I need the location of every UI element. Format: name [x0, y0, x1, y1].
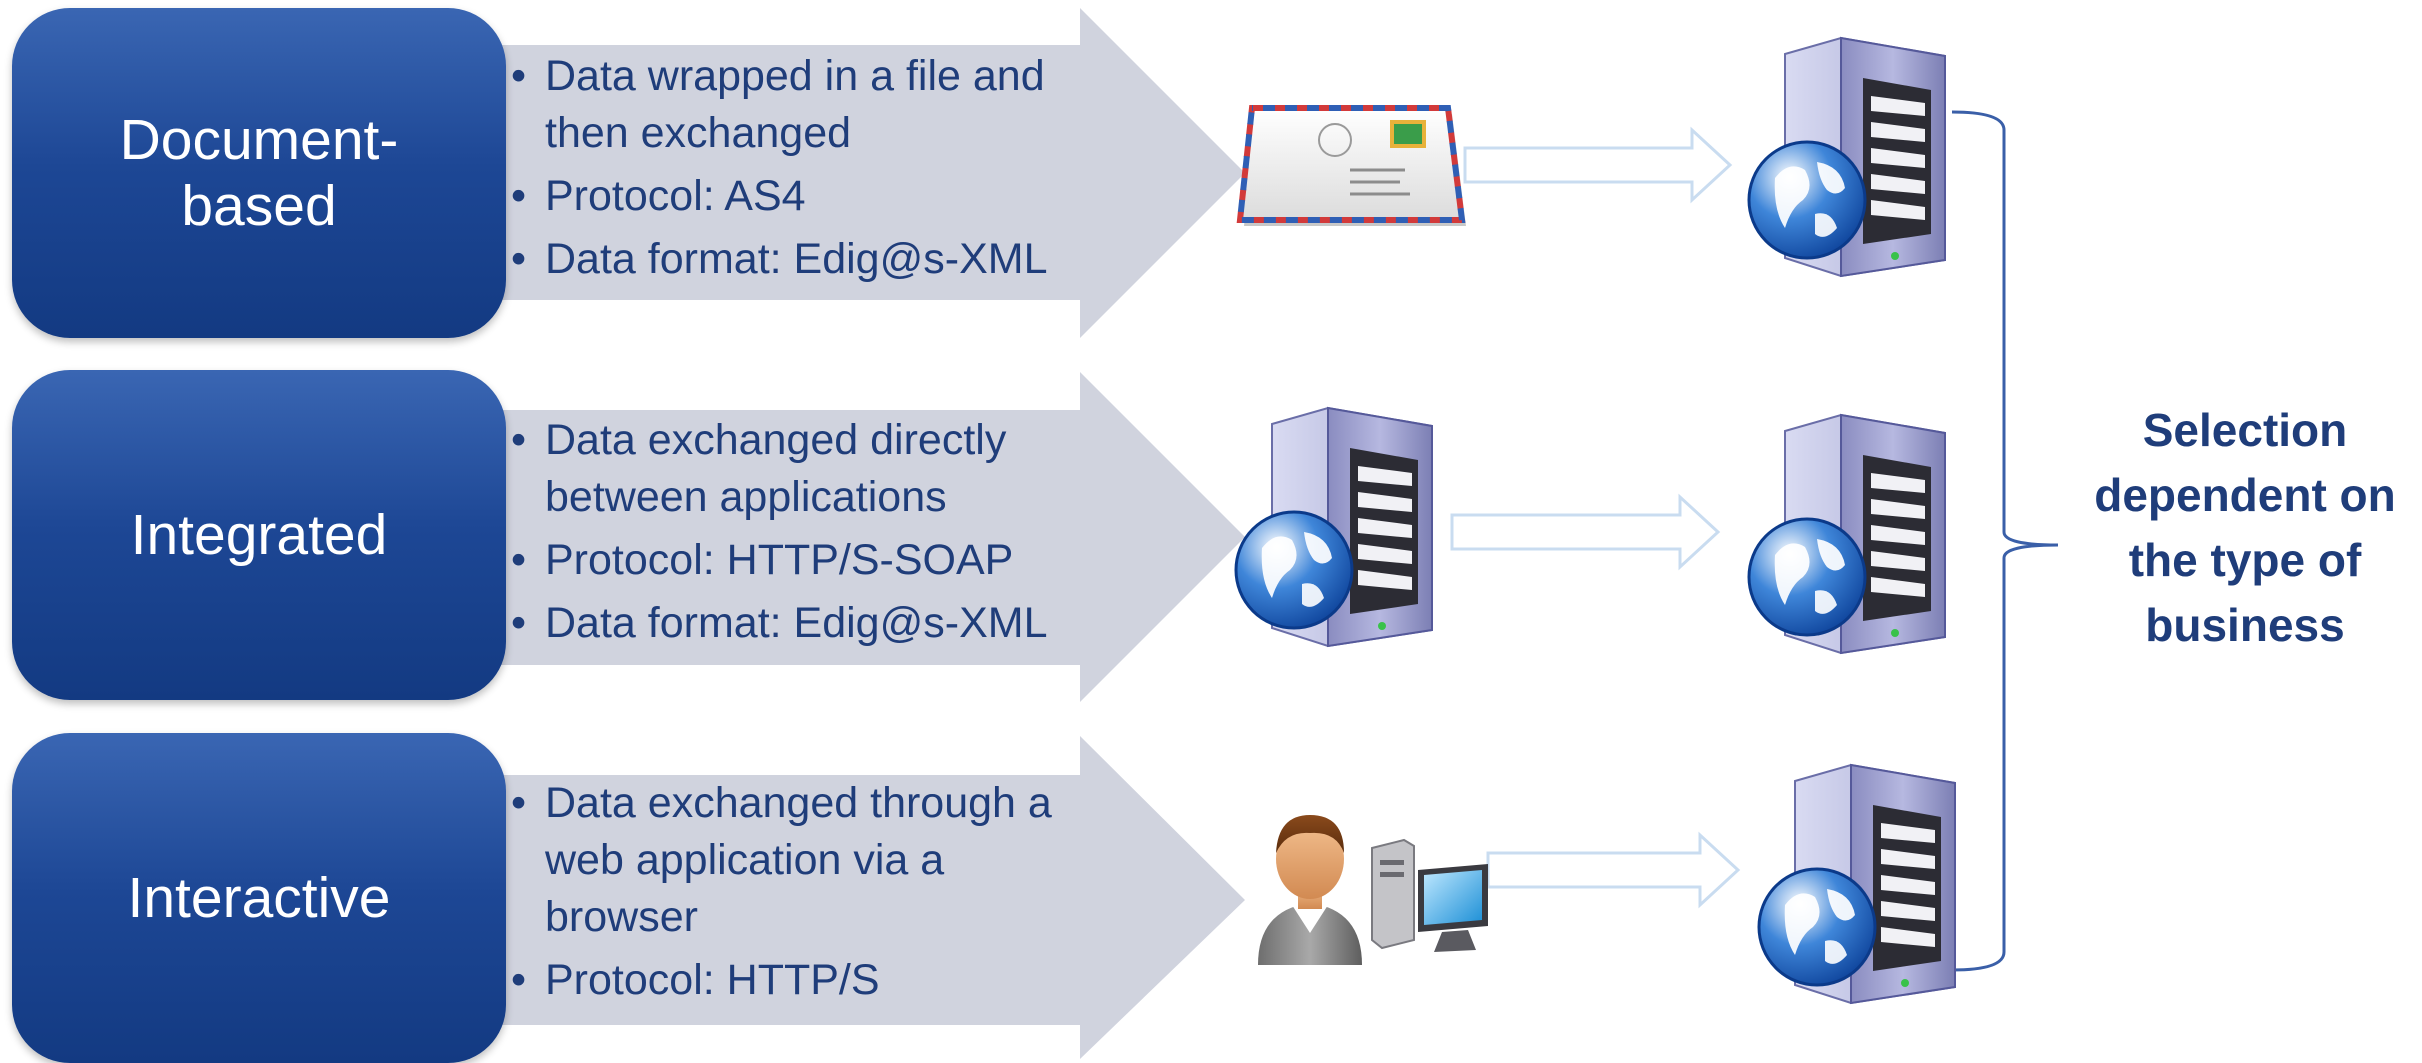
web-server-icon [1747, 36, 1946, 278]
box-label: Interactive [127, 866, 391, 930]
bullet-list-integrated: Data exchanged directly between applicat… [505, 412, 1105, 652]
bullet-item: Protocol: HTTP/S-SOAP [505, 532, 1105, 589]
web-server-icon [1234, 406, 1433, 648]
envelope-icon [1236, 105, 1466, 226]
web-server-icon [1747, 413, 1946, 655]
right-bracket [1951, 110, 2059, 972]
bullet-item: Protocol: HTTP/S [505, 952, 1105, 1009]
bullet-list-document-based: Data wrapped in a file and then exchange… [505, 48, 1105, 288]
bullet-item: Protocol: AS4 [505, 168, 1105, 225]
box-label: Document-based [119, 108, 399, 238]
bullet-list-interactive: Data exchanged through a web application… [505, 775, 1105, 1009]
flow-arrow-3 [1486, 831, 1741, 909]
bullet-item: Data exchanged through a web application… [505, 775, 1105, 946]
bullet-item: Data wrapped in a file and then exchange… [505, 48, 1105, 162]
desktop-computer-icon [1371, 838, 1488, 952]
selection-label: Selection dependent on the type of busin… [2094, 404, 2396, 651]
person-icon [1258, 815, 1362, 965]
user-computer-icon [1258, 815, 1488, 965]
flow-arrow-2 [1450, 493, 1721, 571]
bullet-item: Data format: Edig@s-XML [505, 231, 1105, 288]
bullet-item: Data exchanged directly between applicat… [505, 412, 1105, 526]
box-integrated: Integrated [12, 370, 506, 700]
box-label: Integrated [130, 503, 388, 567]
box-interactive: Interactive [12, 733, 506, 1063]
flow-arrow-1 [1463, 126, 1733, 204]
web-server-icon [1757, 763, 1956, 1005]
box-document-based: Document-based [12, 8, 506, 338]
bullet-item: Data format: Edig@s-XML [505, 595, 1105, 652]
